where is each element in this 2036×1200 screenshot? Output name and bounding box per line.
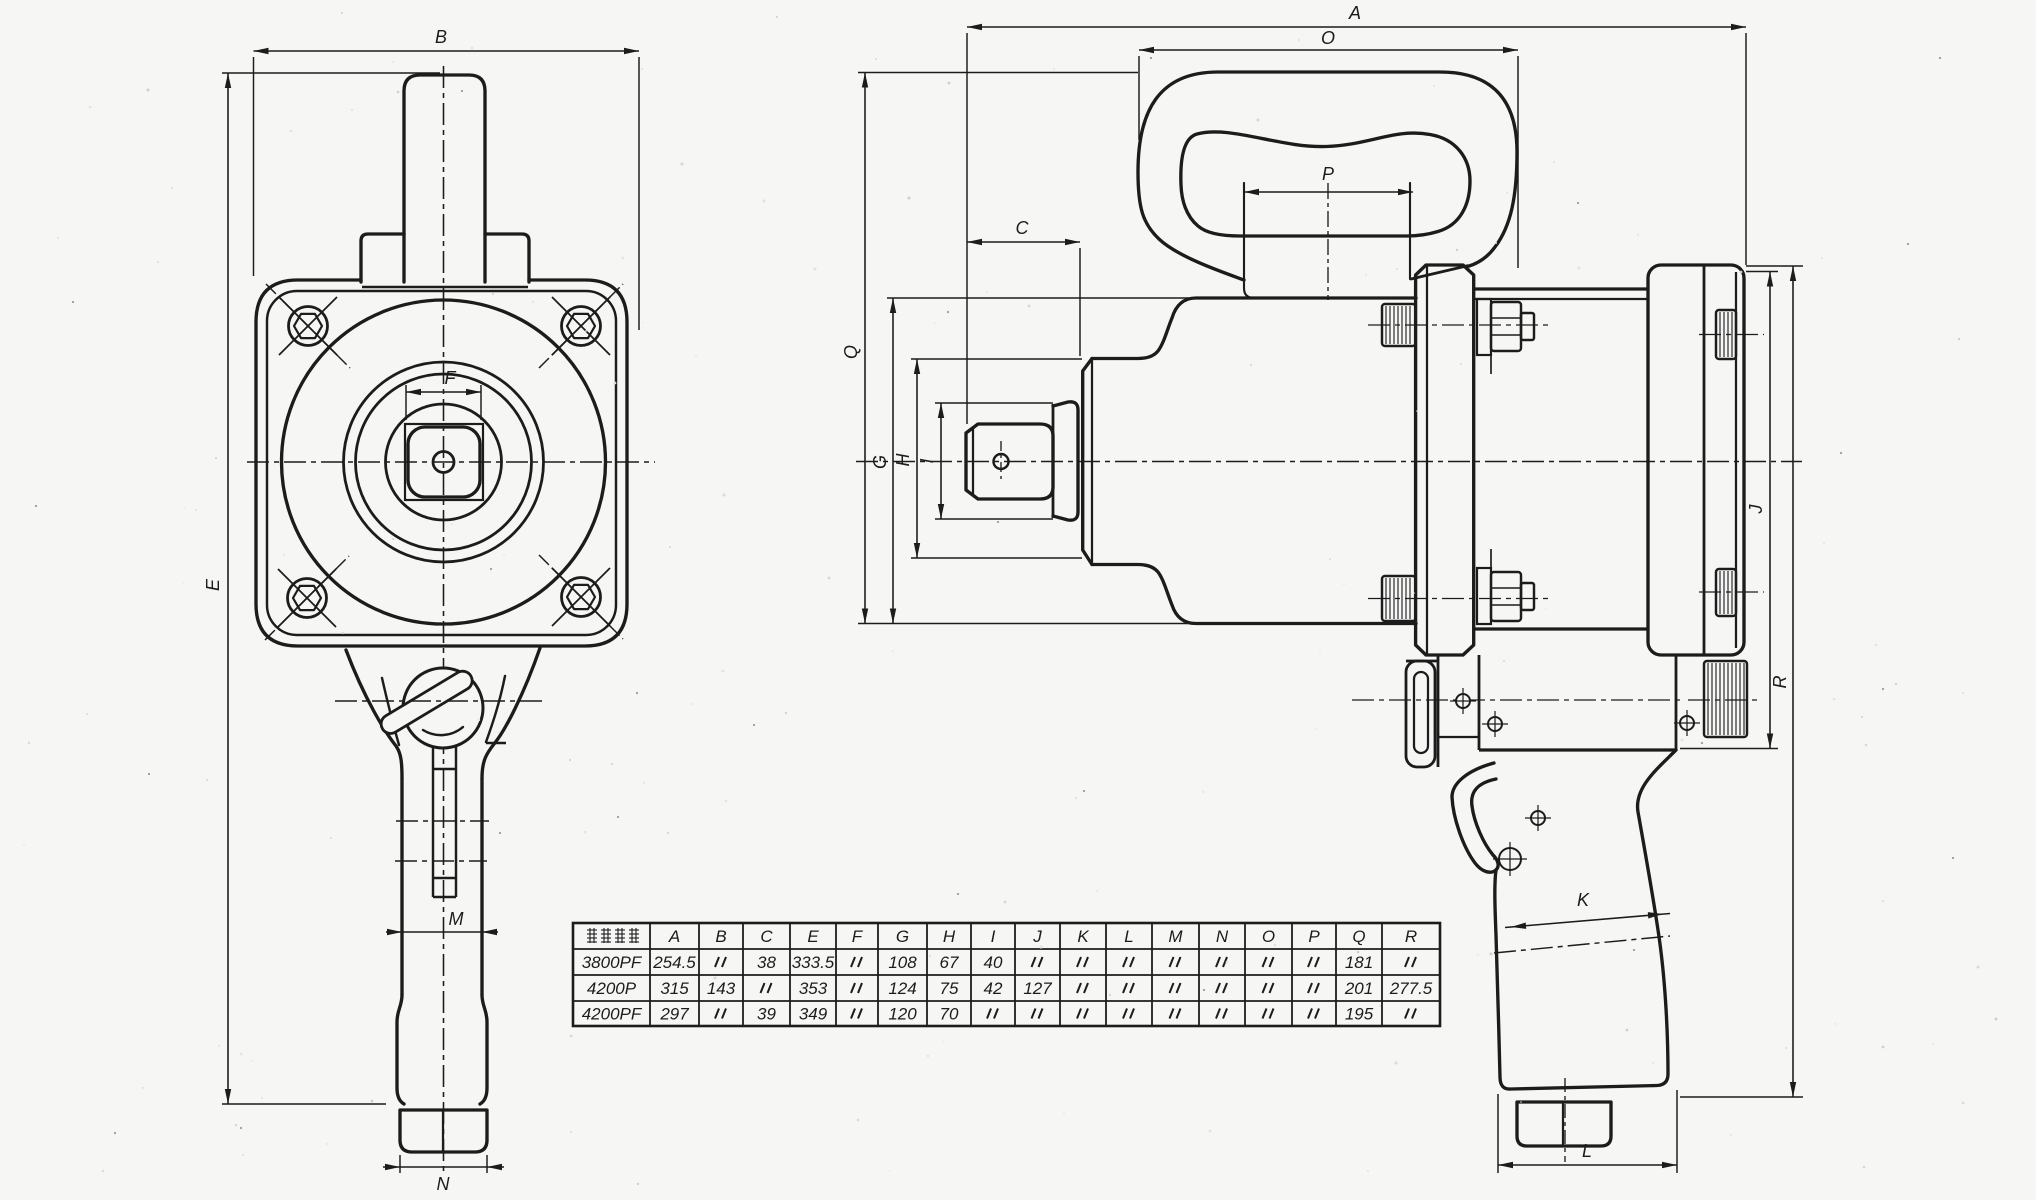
svg-text:N: N xyxy=(1216,927,1229,946)
svg-text:F: F xyxy=(852,927,864,946)
svg-text:A: A xyxy=(1348,3,1361,23)
svg-text:I: I xyxy=(917,458,937,463)
svg-text:254.5: 254.5 xyxy=(652,953,696,972)
svg-text:4200PF: 4200PF xyxy=(582,1005,643,1024)
svg-text:333.5: 333.5 xyxy=(792,953,835,972)
svg-text:4200P: 4200P xyxy=(587,979,637,998)
svg-text:G: G xyxy=(870,455,890,469)
svg-text:Q: Q xyxy=(841,345,861,359)
svg-text:349: 349 xyxy=(799,1005,828,1024)
svg-text:P: P xyxy=(1322,164,1334,184)
svg-text:297: 297 xyxy=(659,1005,689,1024)
svg-text:E: E xyxy=(807,927,819,946)
svg-text:H: H xyxy=(893,453,913,467)
svg-text:K: K xyxy=(1077,927,1089,946)
svg-text:I: I xyxy=(991,927,996,946)
svg-text:195: 195 xyxy=(1345,1005,1374,1024)
svg-text:H: H xyxy=(943,927,956,946)
svg-text:Q: Q xyxy=(1352,927,1365,946)
svg-text:G: G xyxy=(896,927,909,946)
svg-text:3800PF: 3800PF xyxy=(582,953,643,972)
svg-text:M: M xyxy=(449,909,464,929)
svg-text:70: 70 xyxy=(940,1005,959,1024)
svg-text:C: C xyxy=(760,927,773,946)
svg-text:42: 42 xyxy=(984,979,1003,998)
svg-text:67: 67 xyxy=(940,953,959,972)
svg-text:C: C xyxy=(1016,218,1030,238)
svg-text:40: 40 xyxy=(984,953,1003,972)
svg-text:K: K xyxy=(1577,890,1590,910)
svg-text:127: 127 xyxy=(1023,979,1052,998)
svg-text:38: 38 xyxy=(757,953,776,972)
svg-text:M: M xyxy=(1168,927,1183,946)
svg-text:B: B xyxy=(435,27,447,47)
svg-text:39: 39 xyxy=(757,1005,776,1024)
svg-text:R: R xyxy=(1770,676,1790,689)
svg-text:143: 143 xyxy=(707,979,736,998)
svg-text:181: 181 xyxy=(1345,953,1373,972)
svg-text:A: A xyxy=(668,927,680,946)
svg-text:201: 201 xyxy=(1344,979,1373,998)
svg-text:R: R xyxy=(1405,927,1417,946)
svg-text:J: J xyxy=(1032,927,1042,946)
svg-text:N: N xyxy=(437,1174,451,1194)
svg-text:353: 353 xyxy=(799,979,828,998)
svg-text:315: 315 xyxy=(660,979,689,998)
svg-text:O: O xyxy=(1321,28,1335,48)
svg-text:L: L xyxy=(1124,927,1133,946)
svg-text:F: F xyxy=(445,368,457,388)
svg-text:124: 124 xyxy=(888,979,916,998)
svg-text:108: 108 xyxy=(888,953,917,972)
svg-text:J: J xyxy=(1746,504,1766,515)
svg-text:O: O xyxy=(1262,927,1275,946)
svg-text:B: B xyxy=(715,927,726,946)
svg-text:75: 75 xyxy=(940,979,959,998)
svg-text:L: L xyxy=(1582,1141,1592,1161)
svg-text:277.5: 277.5 xyxy=(1389,979,1433,998)
svg-text:E: E xyxy=(203,578,223,591)
svg-text:120: 120 xyxy=(888,1005,917,1024)
svg-text:P: P xyxy=(1308,927,1320,946)
